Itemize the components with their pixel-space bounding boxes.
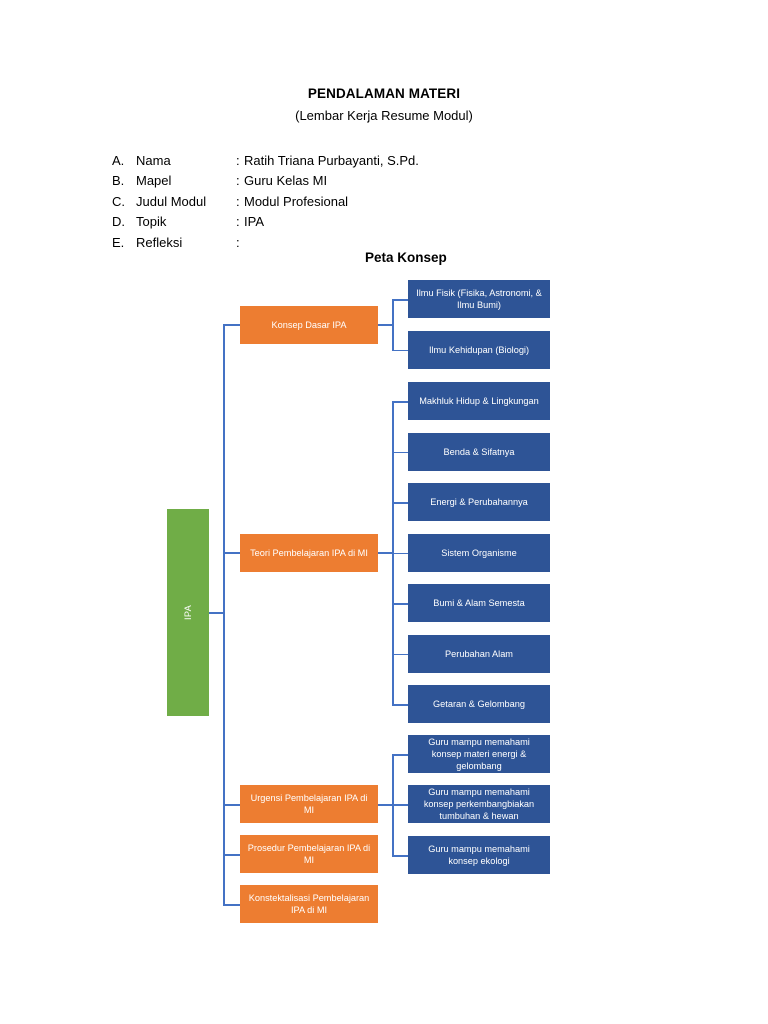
connector-teori-leaf-2 [392, 451, 409, 454]
node-label: Konsep Dasar IPA [271, 319, 347, 330]
node-label: Prosedur Pembelajaran IPA di MI [247, 842, 371, 865]
node-leaf-energi-perubahannya[interactable]: Energi & Perubahannya [408, 483, 550, 521]
node-leaf-makhluk-hidup-lingkungan[interactable]: Makhluk Hidup & Lingkungan [408, 382, 550, 420]
node-label: Urgensi Pembelajaran IPA di MI [250, 792, 368, 815]
info-letter: E. [112, 234, 125, 250]
page-title: PENDALAMAN MATERI [307, 86, 461, 101]
connector-root-stub [209, 612, 225, 614]
info-row: A. Nama : Ratih Triana Purbayanti, S.Pd. [112, 153, 419, 173]
node-leaf-perubahan-alam[interactable]: Perubahan Alam [408, 635, 550, 673]
node-leaf-konsep-materi-energi-gelombang[interactable]: Guru mampu memahami konsep materi energi… [408, 735, 550, 773]
node-label: Perubahan Alam [445, 648, 513, 659]
connector-teori-stub [378, 552, 394, 554]
node-label: Getaran & Gelombang [433, 698, 525, 709]
node-leaf-getaran-gelombang[interactable]: Getaran & Gelombang [408, 685, 550, 723]
concept-map-heading: Peta Konsep [365, 250, 447, 265]
info-value: Ratih Triana Purbayanti, S.Pd. [244, 153, 419, 168]
info-value: Guru Kelas MI [244, 173, 328, 189]
info-list: A. Nama : Ratih Triana Purbayanti, S.Pd.… [112, 153, 419, 255]
info-colon: : [236, 173, 240, 189]
node-label: Guru mampu memahami konsep materi energi… [428, 736, 530, 772]
info-row: E. Refleksi : [112, 235, 419, 255]
connector-urgensi-leaf-3 [392, 855, 409, 857]
node-branch-teori-pembelajaran-ipa[interactable]: Teori Pembelajaran IPA di MI [240, 534, 378, 572]
info-letter: C. [112, 193, 125, 209]
node-leaf-benda-sifatnya[interactable]: Benda & Sifatnya [408, 433, 550, 471]
node-label: Konstektalisasi Pembelajaran IPA di MI [248, 892, 370, 915]
connector-branch-4 [223, 854, 241, 856]
info-label: Topik [136, 214, 167, 230]
node-branch-urgensi-pembelajaran-ipa[interactable]: Urgensi Pembelajaran IPA di MI [240, 785, 378, 823]
node-leaf-sistem-organisme[interactable]: Sistem Organisme [408, 534, 550, 572]
info-label: Refleksi [136, 234, 183, 250]
info-letter: B. [112, 173, 125, 189]
connector-branch-2 [223, 552, 241, 554]
info-letter: D. [112, 214, 125, 230]
connector-urgensi-leaf-2 [392, 804, 409, 806]
info-colon: : [236, 214, 240, 230]
node-branch-konsep-dasar-ipa[interactable]: Konsep Dasar IPA [240, 306, 378, 344]
connector-branch-3 [223, 804, 241, 806]
node-leaf-bumi-alam-semesta[interactable]: Bumi & Alam Semesta [408, 584, 550, 622]
connector-teori-leaf-4 [392, 552, 409, 555]
info-label: Judul Modul [136, 193, 207, 209]
info-value: IPA [244, 214, 264, 230]
node-leaf-konsep-ekologi[interactable]: Guru mampu memahami konsep ekologi [408, 836, 550, 874]
node-label: Energi & Perubahannya [430, 496, 528, 507]
info-colon: : [236, 234, 240, 250]
node-label: Sistem Organisme [441, 547, 517, 558]
page-subtitle: (Lembar Kerja Resume Modul) [295, 108, 473, 123]
node-leaf-ilmu-kehidupan[interactable]: Ilmu Kehidupan (Biologi) [408, 331, 550, 369]
connector-teori-leaf-6 [392, 653, 409, 656]
info-letter: A. [112, 153, 125, 168]
connector-urgensi-leaf-1 [392, 754, 409, 756]
connector-teori-leaf-7 [392, 704, 409, 706]
node-root-label: IPA [182, 604, 193, 621]
info-colon: : [236, 153, 240, 168]
info-row: B. Mapel : Guru Kelas MI [112, 173, 419, 193]
connector-branch-5 [223, 904, 241, 906]
connector-urgensi-stub [378, 804, 394, 806]
node-label: Ilmu Kehidupan (Biologi) [428, 344, 530, 355]
node-branch-konstektalisasi-pembelajaran-ipa[interactable]: Konstektalisasi Pembelajaran IPA di MI [240, 885, 378, 923]
info-row: D. Topik : IPA [112, 214, 419, 234]
node-label: Teori Pembelajaran IPA di MI [250, 547, 368, 558]
node-leaf-konsep-perkembangbiakan[interactable]: Guru mampu memahami konsep perkembangbia… [408, 785, 550, 823]
connector-konsep-leaf-1 [392, 299, 409, 301]
node-label: Guru mampu memahami konsep perkembangbia… [423, 786, 535, 822]
info-colon: : [236, 193, 240, 209]
info-label: Nama [136, 153, 171, 168]
node-label: Benda & Sifatnya [443, 446, 515, 457]
info-label: Mapel [136, 173, 172, 189]
node-label: Bumi & Alam Semesta [433, 597, 525, 608]
node-leaf-ilmu-fisik[interactable]: Ilmu Fisik (Fisika, Astronomi, & Ilmu Bu… [408, 280, 550, 318]
connector-konsep-stub [378, 324, 394, 326]
info-value: Modul Profesional [244, 193, 349, 209]
connector-branch-1 [223, 324, 241, 326]
connector-konsep-leaf-2 [392, 349, 409, 352]
node-label: Makhluk Hidup & Lingkungan [419, 395, 539, 406]
node-label: Guru mampu memahami konsep ekologi [428, 843, 530, 866]
connector-teori-leaf-5 [392, 603, 409, 605]
node-label: Ilmu Fisik (Fisika, Astronomi, & Ilmu Bu… [416, 287, 542, 310]
node-root-ipa[interactable]: IPA [167, 509, 209, 716]
info-row: C. Judul Modul : Modul Profesional [112, 194, 419, 214]
connector-trunk-main [223, 324, 225, 905]
connector-teori-leaf-1 [392, 401, 409, 403]
connector-teori-leaf-3 [392, 502, 409, 504]
connector-konsep-trunk [392, 299, 394, 351]
node-branch-prosedur-pembelajaran-ipa[interactable]: Prosedur Pembelajaran IPA di MI [240, 835, 378, 873]
